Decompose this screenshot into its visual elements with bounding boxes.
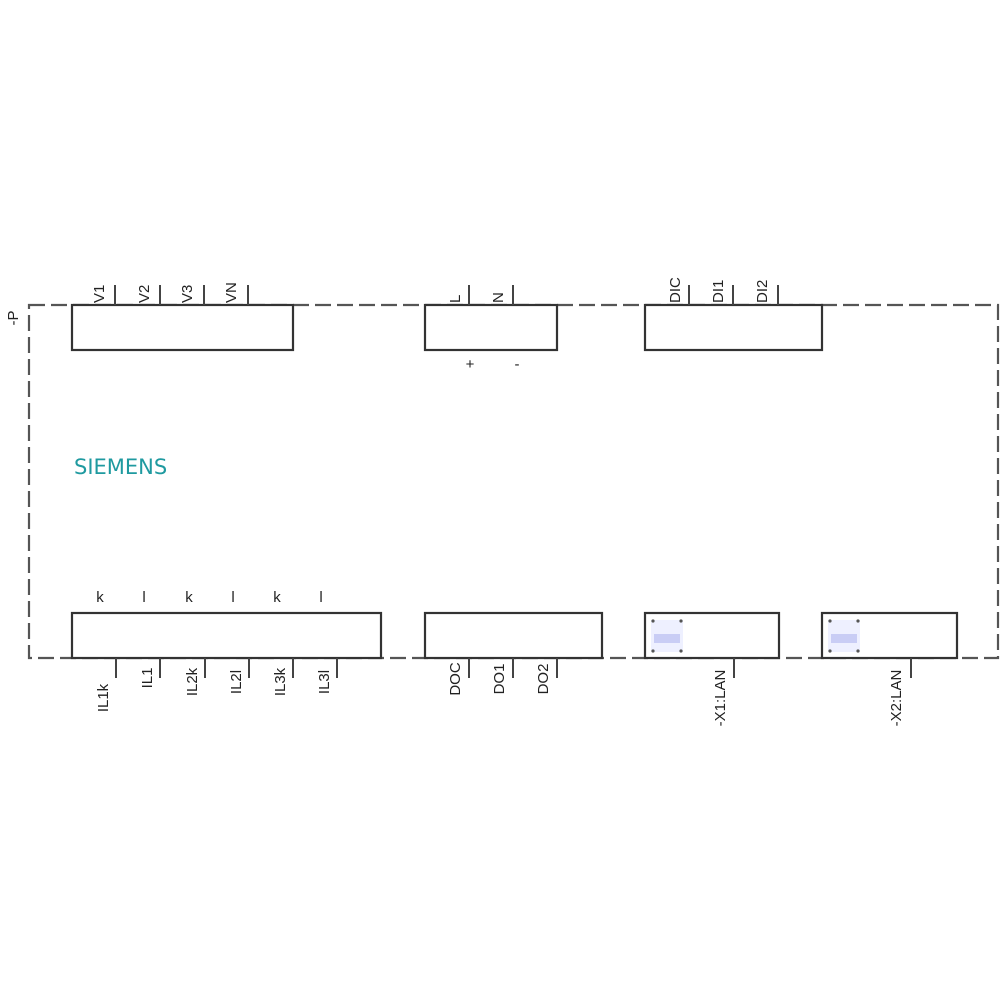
- polarity-plus: +: [466, 356, 475, 373]
- terminal-x2-lan: -X2:LAN: [888, 670, 905, 727]
- terminal-il2k: IL2k: [184, 667, 201, 696]
- terminal-dic: DIC: [667, 277, 684, 303]
- lan-port-x2: -X2:LAN: [820, 611, 959, 727]
- polarity-k-3: k: [273, 589, 281, 606]
- current-terminal-block: k l k l k l IL1k IL1 IL2k IL2l IL3k IL3l: [70, 589, 383, 712]
- voltage-terminal-block: V1 V2 V3 VN: [70, 282, 295, 352]
- polarity-k-2: k: [185, 589, 193, 606]
- device-tag: -P: [5, 311, 22, 326]
- terminal-vn: VN: [223, 282, 240, 303]
- power-terminal-block: L N + -: [423, 285, 559, 373]
- terminal-n: N: [490, 292, 507, 303]
- digital-input-block: DIC DI1 DI2: [643, 277, 824, 352]
- terminal-v2: V2: [136, 285, 153, 303]
- terminal-il3l: IL3l: [316, 670, 333, 694]
- terminal-doc: DOC: [447, 662, 464, 696]
- terminal-l: L: [447, 295, 464, 303]
- lan-port-x1: -X1:LAN: [643, 611, 781, 727]
- polarity-k-1: k: [96, 589, 104, 606]
- polarity-l-2: l: [231, 589, 234, 606]
- terminal-il2l: IL2l: [228, 670, 245, 694]
- terminal-di1: DI1: [710, 280, 727, 303]
- terminal-il1k: IL1k: [95, 683, 112, 712]
- device-enclosure: [27, 303, 1000, 660]
- polarity-minus: -: [515, 356, 520, 373]
- ethernet-port-icon: [828, 619, 860, 653]
- polarity-l-1: l: [142, 589, 145, 606]
- terminal-il1: IL1: [139, 668, 156, 689]
- ethernet-port-icon: [651, 619, 683, 653]
- polarity-l-3: l: [319, 589, 322, 606]
- terminal-il3k: IL3k: [272, 667, 289, 696]
- terminal-v1: V1: [91, 285, 108, 303]
- terminal-do2: DO2: [535, 664, 552, 695]
- terminal-x1-lan: -X1:LAN: [712, 670, 729, 727]
- digital-output-block: DOC DO1 DO2: [423, 611, 604, 696]
- terminal-do1: DO1: [491, 664, 508, 695]
- terminal-di2: DI2: [754, 280, 771, 303]
- brand-logo: SIEMENS: [74, 455, 167, 479]
- terminal-v3: V3: [179, 285, 196, 303]
